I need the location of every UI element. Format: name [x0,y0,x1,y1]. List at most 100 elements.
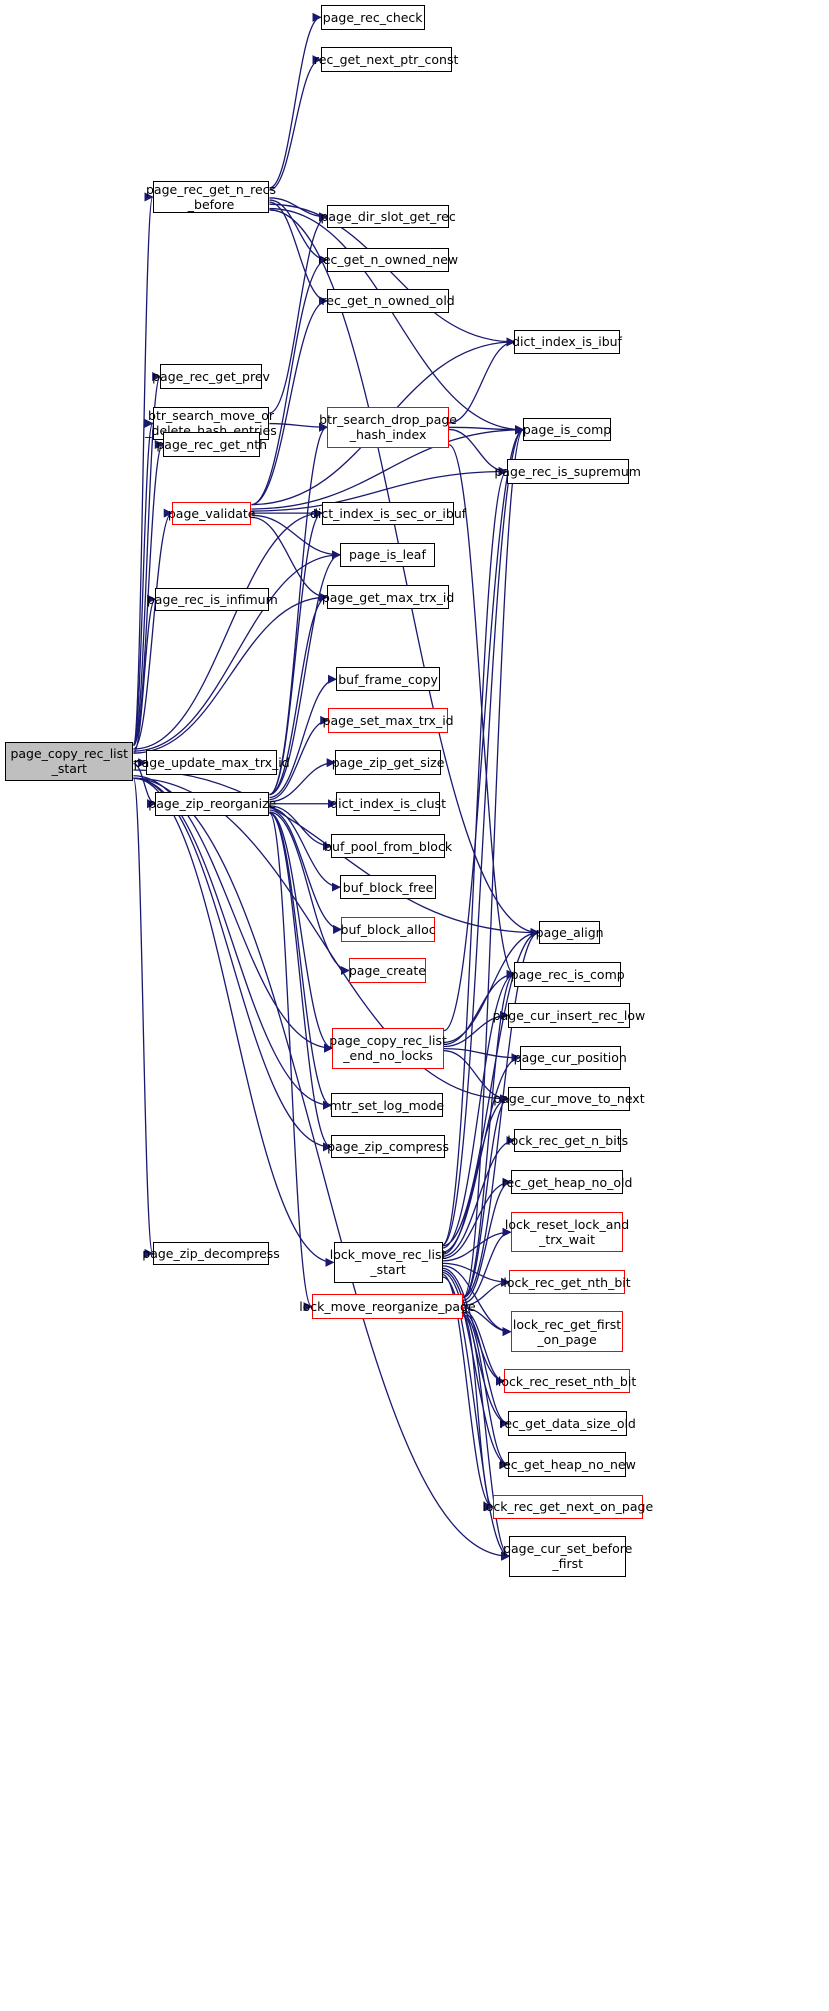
node-page-zip-compress[interactable]: page_zip_compress [327,1135,449,1159]
node-page-zip-get-size[interactable]: page_zip_get_size [332,750,444,775]
node-lock-move-rec-list-start[interactable]: lock_move_rec_list _start [330,1241,446,1283]
edge-page_zip_reorganize-to-page_create [269,811,350,976]
node-rec-get-data-size-old[interactable]: rec_get_data_size_old [499,1411,636,1436]
node-page-rec-get-prev[interactable]: page_rec_get_prev [152,364,270,389]
edge-page_rec_get_n_recs_before-to-rec_get_next_ptr_const [269,55,322,191]
edge-page_copy_rec_list_start-to-dict_index_is_sec_or_ibuf [133,508,323,750]
edge-page_zip_reorganize-to-dict_index_is_sec_or_ibuf [269,508,323,796]
node-page-rec-check[interactable]: page_rec_check [320,5,425,30]
node-page-rec-is-supremum[interactable]: page_rec_is_supremum [494,459,641,484]
edge-lock_move_reorganize_page-to-page_cur_move_to_next [462,1094,509,1299]
edge-page_copy_rec_list_end_no_locks-to-page_cur_insert_rec_low [443,1010,509,1048]
edge-lock_move_rec_list_start-to-page_rec_is_comp [442,969,516,1249]
node-page-set-max-trx-id[interactable]: page_set_max_trx_id [323,708,454,733]
node-page-copy-rec-list-end-no-locks[interactable]: page_copy_rec_list _end_no_locks [329,1027,447,1069]
edge-page_copy_rec_list_end_no_locks-to-page_cur_move_to_next [443,1050,509,1104]
node-lock-reset-lock-and-trx-wait[interactable]: lock_reset_lock_and _trx_wait [505,1212,629,1253]
node-rec-get-next-ptr-const[interactable]: rec_get_next_ptr_const [314,47,458,72]
edge-lock_move_reorganize_page-to-page_cur_set_before_first [462,1315,511,1561]
edge-lock_move_reorganize_page-to-lock_reset_lock_and_trx_wait [463,1227,512,1304]
edge-lock_move_reorganize_page-to-lock_rec_reset_nth_bit [462,1309,506,1386]
node-mtr-set-log-mode[interactable]: mtr_set_log_mode [330,1093,444,1118]
edge-page_zip_reorganize-to-buf_pool_from_block [269,805,332,851]
edge-page_validate-to-page_get_max_trx_id [251,516,329,602]
edge-page_copy_rec_list_end_no_locks-to-page_rec_is_comp [443,969,516,1046]
node-page-rec-is-infimum[interactable]: page_rec_is_infimum [147,587,278,611]
edge-page_zip_reorganize-to-buf_block_free [269,807,341,892]
edge-page_zip_reorganize-to-lock_move_reorganize_page [268,812,313,1311]
node-page-align[interactable]: page_align [536,921,604,945]
edge-lock_move_reorganize_page-to-lock_rec_get_first_on_page [463,1307,512,1337]
node-page-zip-reorganize[interactable]: page_zip_reorganize [148,791,276,816]
node-page-rec-is-comp[interactable]: page_rec_is_comp [511,962,625,987]
node-dict-index-is-ibuf[interactable]: dict_index_is_ibuf [512,329,622,355]
node-page-is-comp[interactable]: page_is_comp [523,418,611,442]
edge-lock_move_reorganize_page-to-page_rec_is_comp [462,969,516,1299]
edge-page_copy_rec_list_start-to-page_get_max_trx_id [133,592,329,754]
edge-page_zip_reorganize-to-page_zip_compress [269,812,332,1152]
edge-page_rec_get_n_recs_before-to-page_rec_check [269,12,322,189]
node-lock-rec-get-first-on-page[interactable]: lock_rec_get_first _on_page [510,1311,624,1353]
edge-page_zip_reorganize-to-page_is_leaf [269,550,341,796]
node-lock-rec-get-next-on-page[interactable]: lock_rec_get_next_on_page [482,1494,653,1519]
node-rec-get-n-owned-old[interactable]: rec_get_n_owned_old [321,288,455,314]
node-rec-get-heap-no-new[interactable]: rec_get_heap_no_new [498,1452,636,1477]
node-page-cur-set-before-first[interactable]: page_cur_set_before _first [503,1535,632,1577]
node-lock-rec-reset-nth-bit[interactable]: lock_rec_reset_nth_bit [498,1368,636,1394]
edge-page_rec_get_n_recs_before-to-page_align [269,209,540,938]
node-page-validate[interactable]: page_validate [168,501,256,525]
node-lock-move-reorganize-page[interactable]: lock_move_reorganize_page [299,1294,476,1319]
edge-page_zip_reorganize-to-page_copy_rec_list_end_no_locks [269,812,334,1053]
node-lock-rec-get-n-bits[interactable]: lock_rec_get_n_bits [507,1128,628,1153]
edge-page_rec_get_n_recs_before-to-page_is_comp [269,207,525,435]
edge-lock_move_reorganize_page-to-lock_rec_get_nth_bit [463,1277,511,1307]
node-page-dir-slot-get-rec[interactable]: page_dir_slot_get_rec [320,205,456,229]
edge-lock_move_rec_list_start-to-lock_rec_get_n_bits [442,1135,516,1257]
edge-page_copy_rec_list_end_no_locks-to-page_align [443,928,540,1044]
node-buf-pool-from-block[interactable]: buf_pool_from_block [324,833,452,859]
edge-page_zip_reorganize-to-buf_block_alloc [269,809,343,934]
edge-lock_move_reorganize_page-to-rec_get_heap_no_old [462,1177,512,1302]
edge-lock_move_rec_list_start-to-rec_get_heap_no_new [442,1271,509,1469]
node-btr-search-drop-page-hash-index[interactable]: btr_search_drop_page _hash_index [319,406,457,448]
node-page-rec-get-nth[interactable]: page_rec_get_nth [156,432,267,457]
edge-lock_move_reorganize_page-to-rec_get_heap_no_new [462,1313,509,1469]
node-page-get-max-trx-id[interactable]: page_get_max_trx_id [322,585,454,610]
node-page-cur-insert-rec-low[interactable]: page_cur_insert_rec_low [493,1003,645,1028]
node-page-copy-rec-list-start[interactable]: page_copy_rec_list _start [5,741,134,782]
node-page-zip-decompress[interactable]: page_zip_decompress [142,1241,280,1265]
node-rec-get-heap-no-old[interactable]: rec_get_heap_no_old [502,1170,632,1195]
node-dict-index-is-clust[interactable]: dict_index_is_clust [330,791,446,816]
node-buf-frame-copy[interactable]: buf_frame_copy [336,667,441,692]
edge-page_copy_rec_list_start-to-page_rec_get_prev [132,372,162,746]
edge-page_zip_reorganize-to-page_set_max_trx_id [269,715,330,801]
node-page-create[interactable]: page_create [349,958,426,983]
node-page-is-leaf[interactable]: page_is_leaf [339,542,435,568]
edge-page_copy_rec_list_start-to-page_rec_get_n_recs_before [132,192,154,746]
edge-lock_move_reorganize_page-to-rec_get_data_size_old [462,1311,509,1428]
node-lock-rec-get-nth-bit[interactable]: lock_rec_get_nth_bit [503,1270,631,1295]
node-page-cur-move-to-next[interactable]: page_cur_move_to_next [493,1086,645,1111]
node-rec-get-n-owned-new[interactable]: rec_get_n_owned_new [318,247,458,272]
edge-page_validate-to-page_is_comp [251,425,525,510]
edge-page_validate-to-rec_get_n_owned_old [251,296,329,506]
edge-page_copy_rec_list_start-to-page_validate [132,508,173,750]
edge-page_copy_rec_list_start-to-page_zip_reorganize [133,762,157,809]
edge-btr_search_drop_page_hash_index-to-dict_index_is_ibuf [448,337,516,424]
edge-btr_search_move_or_delete_hash_entries-to-page_dir_slot_get_rec [269,212,329,414]
edge-page_zip_reorganize-to-buf_frame_copy [269,674,338,799]
edge-page_copy_rec_list_start-to-page_rec_is_infimum [132,594,157,754]
edge-page_validate-to-page_is_leaf [251,514,341,560]
edge-lock_move_rec_list_start-to-page_align [442,928,540,1247]
node-buf-block-alloc[interactable]: buf_block_alloc [341,917,436,942]
node-buf-block-free[interactable]: buf_block_free [339,874,437,900]
edge-page_validate-to-page_rec_is_supremum [251,466,508,512]
node-page-rec-get-n-recs-before[interactable]: page_rec_get_n_recs _before [146,180,277,213]
node-dict-index-is-sec-or-ibuf[interactable]: dict_index_is_sec_or_ibuf [310,501,466,525]
edge-lock_move_rec_list_start-to-page_rec_is_supremum [442,467,508,1246]
node-page-cur-position[interactable]: page_cur_position [514,1045,627,1070]
edge-page_zip_reorganize-to-page_zip_get_size [269,758,336,803]
node-page-update-max-trx-id[interactable]: page_update_max_trx_id [134,750,290,775]
edge-lock_move_reorganize_page-to-page_align [462,928,540,1299]
